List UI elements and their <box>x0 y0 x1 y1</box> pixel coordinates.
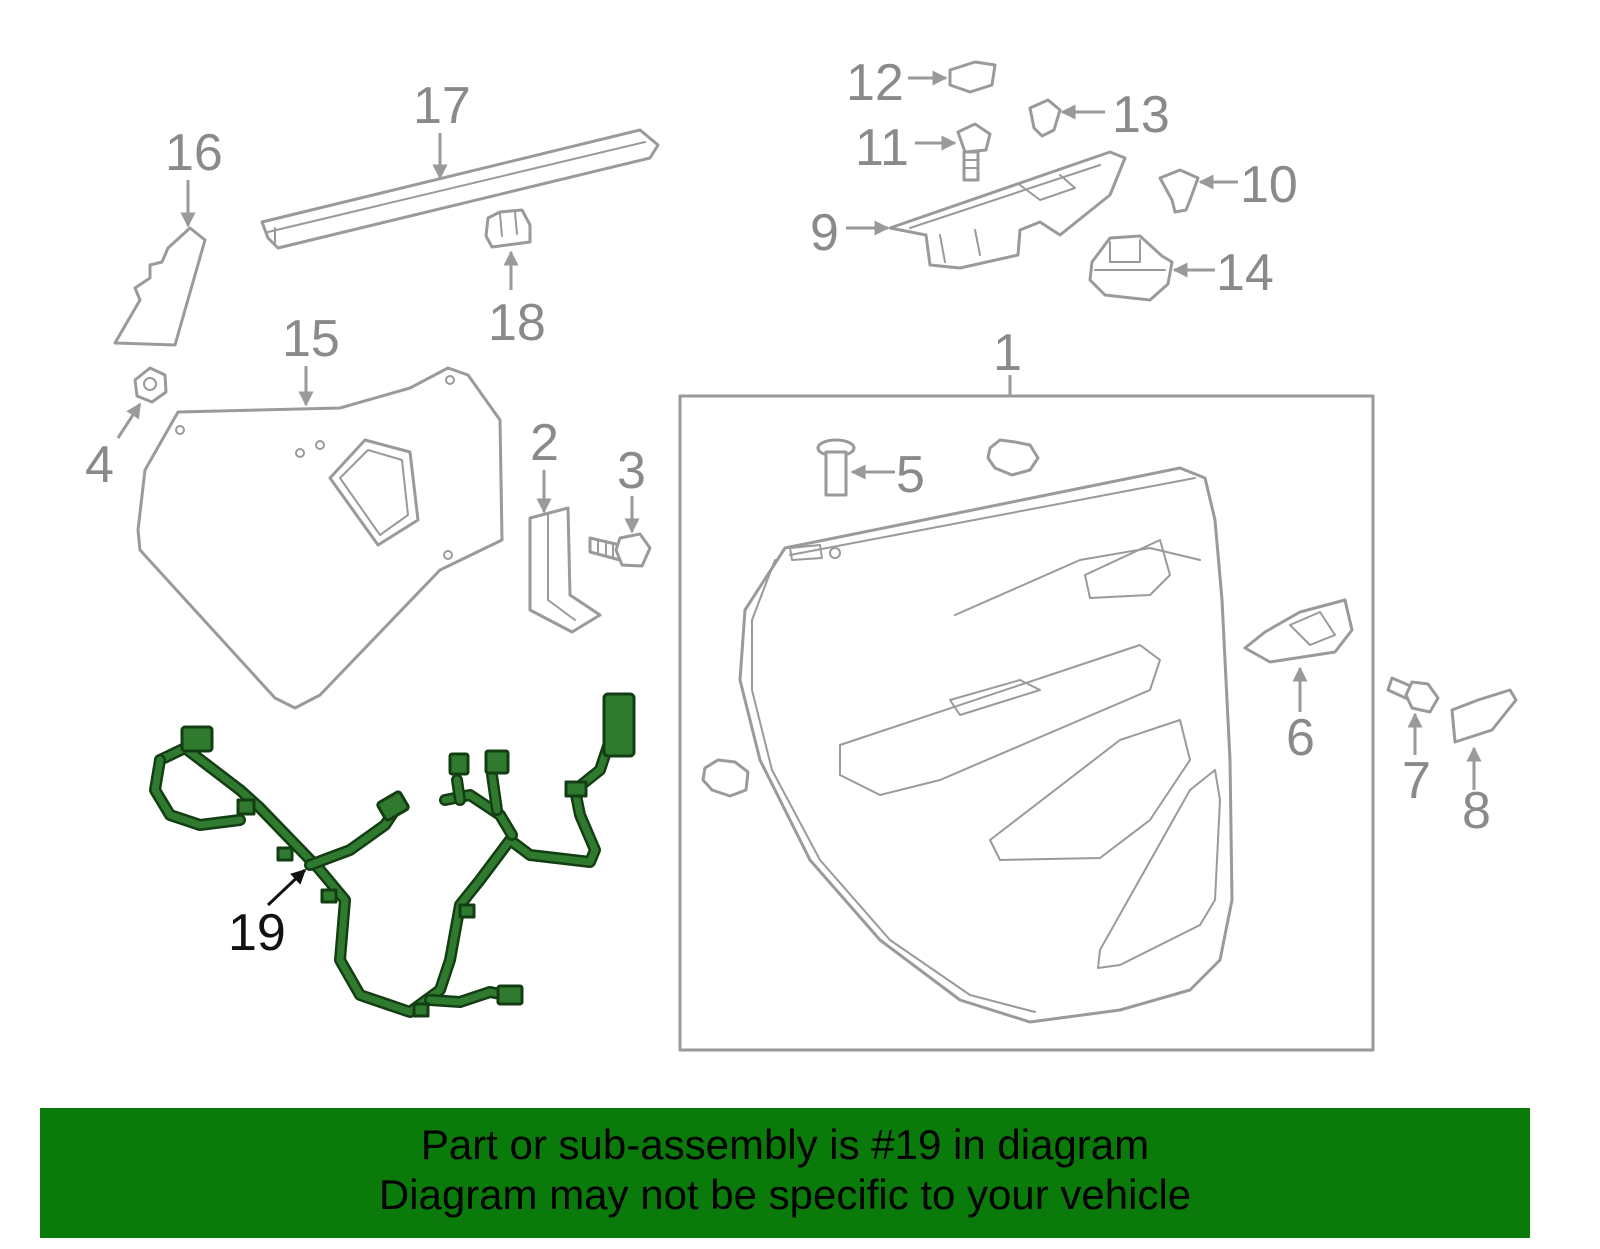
callout-16: 16 <box>165 124 223 182</box>
part-2-bracket[interactable] <box>528 506 602 634</box>
part-10-clip[interactable] <box>1158 168 1200 214</box>
callout-9: 9 <box>810 204 839 262</box>
part-4-nut[interactable] <box>133 366 168 404</box>
foam-pad-top <box>986 438 1040 477</box>
callout-6: 6 <box>1286 709 1315 767</box>
clip <box>236 798 256 816</box>
part-16-trim-piece[interactable] <box>113 226 207 347</box>
callout-4: 4 <box>85 436 114 494</box>
part-6-handle-bracket[interactable] <box>1243 598 1354 664</box>
part-15-water-deflector[interactable] <box>136 366 504 710</box>
part-18-clip[interactable] <box>484 208 532 249</box>
connector <box>496 984 524 1006</box>
part-3-bolt[interactable] <box>588 532 652 568</box>
callout-19: 19 <box>228 904 286 962</box>
part-13-clip[interactable] <box>1028 98 1062 138</box>
callout-14: 14 <box>1216 244 1274 302</box>
leader-19 <box>266 868 307 907</box>
clip <box>276 846 294 862</box>
harness-wires <box>149 694 626 1018</box>
callout-11: 11 <box>855 119 909 177</box>
connector <box>180 725 214 753</box>
callout-12: 12 <box>846 54 904 112</box>
callout-15: 15 <box>282 310 340 368</box>
leader-4 <box>116 402 142 439</box>
clip <box>412 1002 430 1018</box>
part-5-push-pin[interactable] <box>816 438 856 497</box>
connector <box>376 790 410 822</box>
banner-line-2: Diagram may not be specific to your vehi… <box>378 1171 1192 1218</box>
callout-8: 8 <box>1462 782 1491 840</box>
info-banner: Part or sub-assembly is #19 in diagram D… <box>40 1108 1530 1238</box>
part-8-trim-clip[interactable] <box>1450 688 1518 744</box>
clip <box>564 780 588 798</box>
callout-10: 10 <box>1240 156 1298 214</box>
clip <box>320 888 338 904</box>
clip <box>458 903 476 919</box>
part-7-screw[interactable] <box>1386 676 1440 714</box>
callout-17: 17 <box>413 77 471 135</box>
part-14-window-switch[interactable] <box>1088 234 1174 302</box>
foam-pad-left <box>701 758 750 798</box>
callout-2: 2 <box>530 414 559 472</box>
callout-5: 5 <box>896 446 925 504</box>
callout-7: 7 <box>1402 752 1431 810</box>
part-1-door-trim-panel[interactable] <box>738 466 1234 1024</box>
part-17-belt-molding[interactable] <box>260 128 660 250</box>
callout-1: 1 <box>993 324 1022 382</box>
callout-13: 13 <box>1112 86 1170 144</box>
connector <box>448 752 470 776</box>
banner-line-1: Part or sub-assembly is #19 in diagram <box>420 1121 1150 1168</box>
callout-18: 18 <box>488 294 546 352</box>
part-19-wiring-harness[interactable] <box>149 692 636 1018</box>
connector <box>602 692 636 758</box>
connector <box>484 749 510 775</box>
callout-3: 3 <box>617 442 646 500</box>
part-1-box-frame <box>678 394 1375 1052</box>
part-12-clip[interactable] <box>948 60 997 94</box>
part-9-switch-bezel[interactable] <box>888 150 1127 270</box>
part-11-bolt[interactable] <box>956 122 992 182</box>
